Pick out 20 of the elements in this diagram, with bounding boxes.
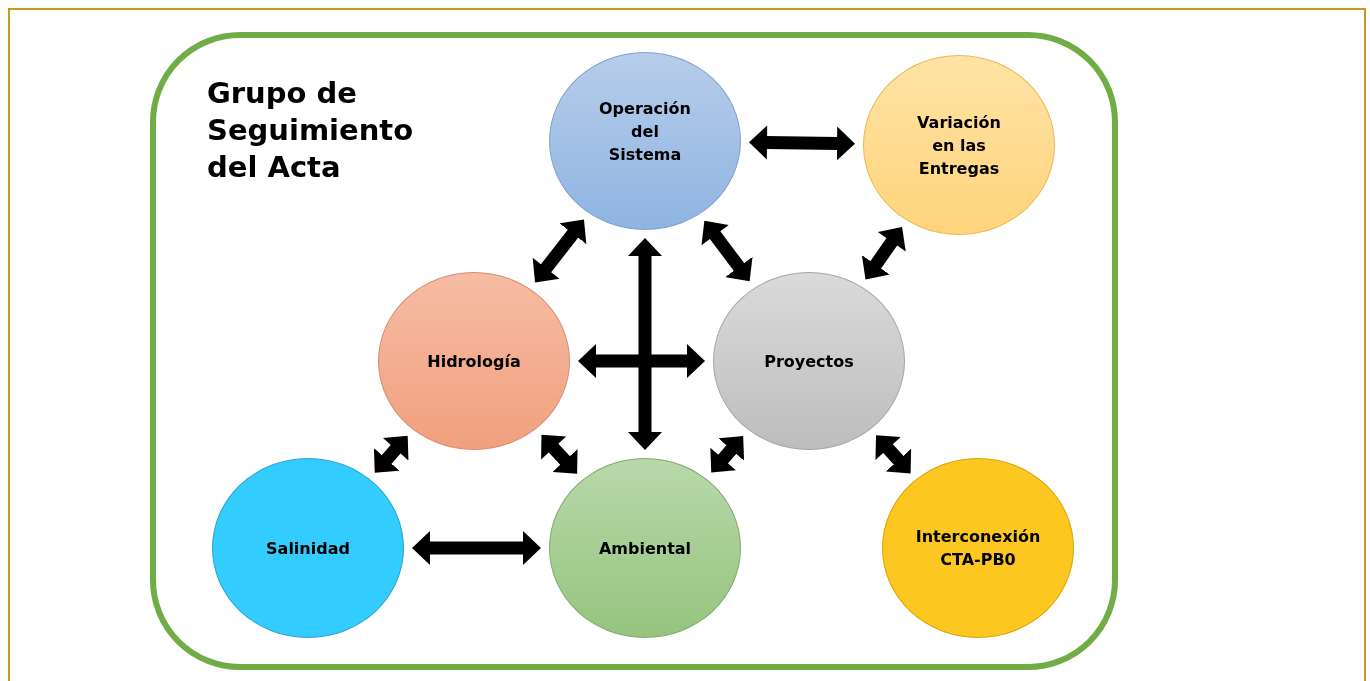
double-arrow — [578, 344, 705, 378]
double-arrow — [532, 219, 587, 283]
double-arrow — [710, 436, 745, 473]
topic-label: Ambiental — [598, 537, 692, 560]
topic-label: Salinidad — [266, 537, 350, 560]
double-arrow — [412, 531, 541, 565]
double-arrow — [373, 435, 409, 473]
double-arrow — [541, 434, 578, 474]
topic-label: Variación en las Entregas — [916, 111, 1002, 180]
topic-label: Proyectos — [764, 350, 854, 373]
double-arrow — [628, 238, 662, 450]
double-arrow — [875, 435, 912, 474]
double-arrow — [749, 125, 855, 161]
topic-label: Interconexión CTA-PB0 — [914, 526, 1042, 571]
double-arrow — [861, 227, 906, 280]
group-panel — [150, 32, 1118, 670]
group-title: Grupo de Seguimiento del Acta — [207, 75, 415, 186]
double-arrow — [701, 220, 753, 282]
topic-label: Hidrología — [427, 350, 521, 373]
topic-label: Operación del Sistema — [598, 97, 692, 166]
